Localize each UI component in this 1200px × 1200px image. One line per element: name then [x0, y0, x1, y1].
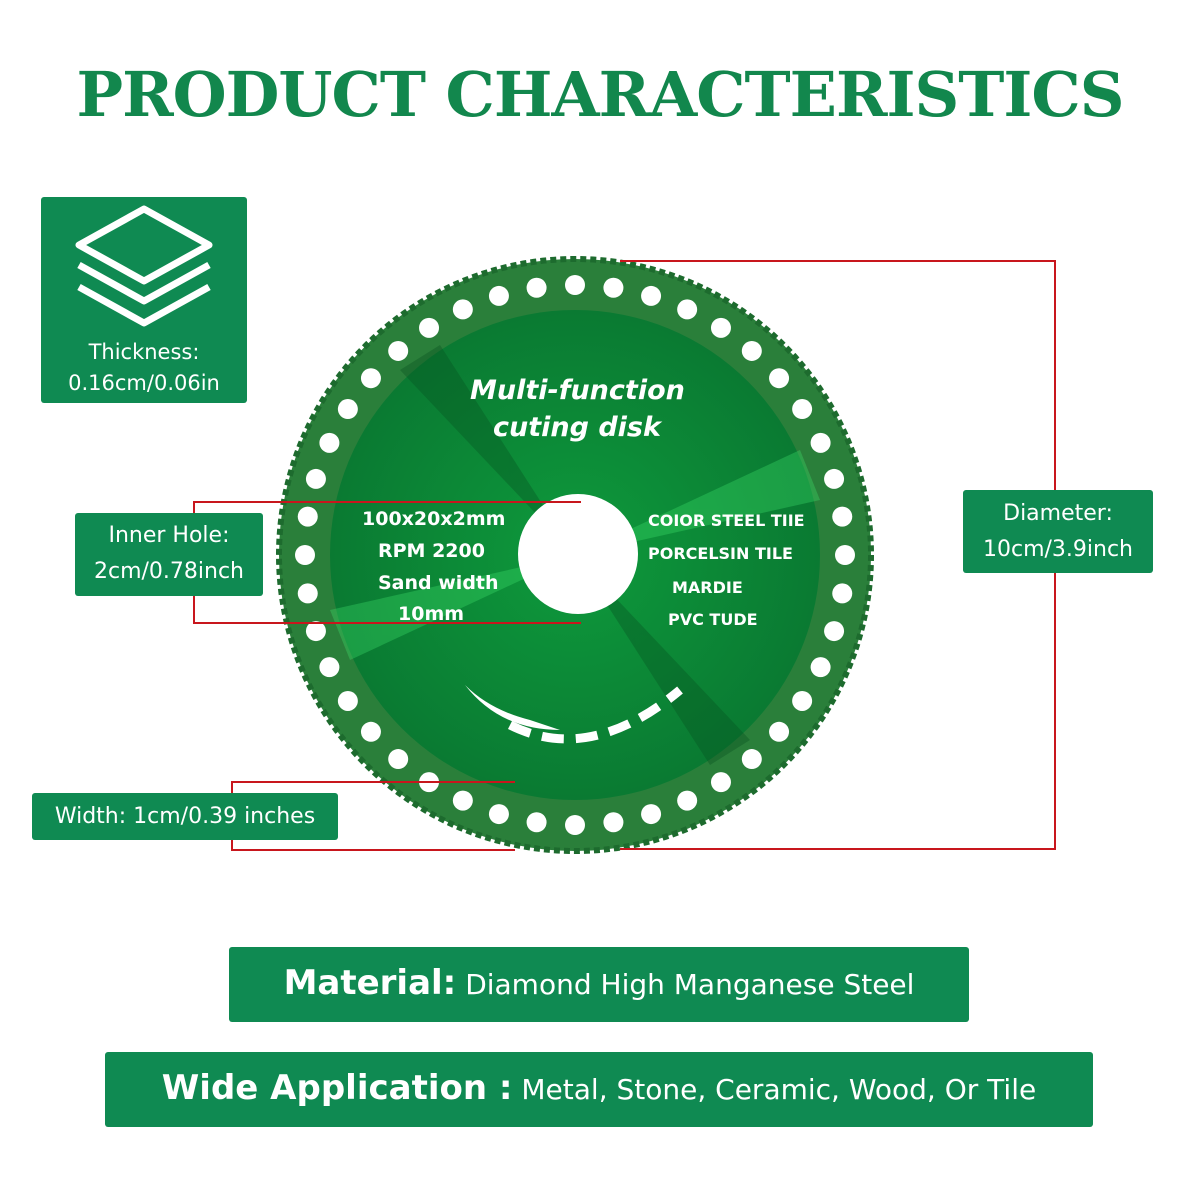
rim-hole: [792, 690, 813, 711]
rim-hole: [832, 583, 853, 604]
rim-hole: [488, 285, 509, 306]
rim-hole: [832, 506, 853, 527]
cutting-disk-image: [276, 256, 874, 854]
rim-hole: [305, 468, 326, 489]
thickness-badge: Thickness: 0.16cm/0.06in: [41, 197, 247, 403]
rim-hole: [297, 506, 318, 527]
rim-hole: [603, 277, 624, 298]
rim-hole: [824, 468, 845, 489]
rim-hole: [388, 340, 409, 361]
disk-spec: RPM 2200: [378, 540, 485, 562]
rim-hole: [297, 583, 318, 604]
rim-hole: [305, 621, 326, 642]
rim-hole: [603, 812, 624, 833]
logo-swoosh: [465, 685, 560, 730]
rim-hole: [565, 275, 585, 295]
rim-hole: [360, 368, 381, 389]
inner-hole-label: Inner Hole:: [108, 523, 230, 548]
inner-hole-badge: Inner Hole: 2cm/0.78inch: [75, 513, 263, 596]
rim-hole: [824, 621, 845, 642]
rim-hole: [677, 299, 698, 320]
application-banner: Wide Application : Metal, Stone, Ceramic…: [105, 1052, 1093, 1127]
application-value: Metal, Stone, Ceramic, Wood, Or Tile: [521, 1073, 1037, 1106]
disk-use: COIOR STEEL TIIE: [648, 511, 805, 530]
rim-hole: [295, 545, 315, 565]
material-banner: Material: Diamond High Manganese Steel: [229, 947, 969, 1022]
application-label: Wide Application :: [161, 1068, 513, 1108]
disk-spec: 10mm: [398, 603, 465, 625]
rim-hole: [526, 812, 547, 833]
disk-spec: 100x20x2mm: [362, 508, 506, 530]
rim-hole: [741, 749, 762, 770]
thickness-label: Thickness:: [88, 340, 200, 364]
rim-holes: [295, 275, 855, 835]
diameter-label: Diameter:: [1003, 501, 1113, 526]
material-value: Diamond High Manganese Steel: [465, 968, 915, 1001]
rim-hole: [710, 317, 731, 338]
rim-hole: [792, 399, 813, 420]
rim-hole: [641, 285, 662, 306]
material-label: Material:: [283, 963, 457, 1003]
rim-hole: [641, 804, 662, 825]
rim-hole: [488, 804, 509, 825]
rim-hole: [337, 399, 358, 420]
rim-hole: [388, 749, 409, 770]
diameter-badge: Diameter: 10cm/3.9inch: [963, 490, 1153, 573]
layers-icon: [75, 205, 213, 327]
rim-hole: [526, 277, 547, 298]
rim-hole: [319, 432, 340, 453]
rim-hole: [769, 368, 790, 389]
rim-hole: [452, 790, 473, 811]
disk-heading-1: Multi-function: [470, 375, 685, 406]
disk-spec: Sand width: [378, 572, 499, 594]
diameter-value: 10cm/3.9inch: [982, 537, 1133, 562]
rim-hole: [810, 657, 831, 678]
width-badge: Width: 1cm/0.39 inches: [32, 793, 338, 840]
rim-hole: [835, 545, 855, 565]
rim-hole: [741, 340, 762, 361]
inner-hole-value: 2cm/0.78inch: [93, 559, 244, 584]
rim-hole: [337, 690, 358, 711]
disk-use: PORCELSIN TILE: [648, 544, 793, 563]
arbor-hole: [518, 494, 638, 614]
rim-hole: [319, 657, 340, 678]
thickness-value: 0.16cm/0.06in: [68, 371, 220, 395]
disk-use: MARDIE: [672, 578, 743, 597]
rim-hole: [419, 317, 440, 338]
logo-dashes: [507, 686, 683, 744]
rim-hole: [360, 721, 381, 742]
rim-hole: [810, 432, 831, 453]
disk-use: PVC TUDE: [668, 610, 758, 629]
rim-hole: [677, 790, 698, 811]
disk-heading-2: cuting disk: [493, 412, 661, 443]
rim-hole: [565, 815, 585, 835]
page-title: PRODUCT CHARACTERISTICS: [76, 58, 1124, 131]
rim-hole: [710, 772, 731, 793]
rim-hole: [769, 721, 790, 742]
rim-hole: [452, 299, 473, 320]
